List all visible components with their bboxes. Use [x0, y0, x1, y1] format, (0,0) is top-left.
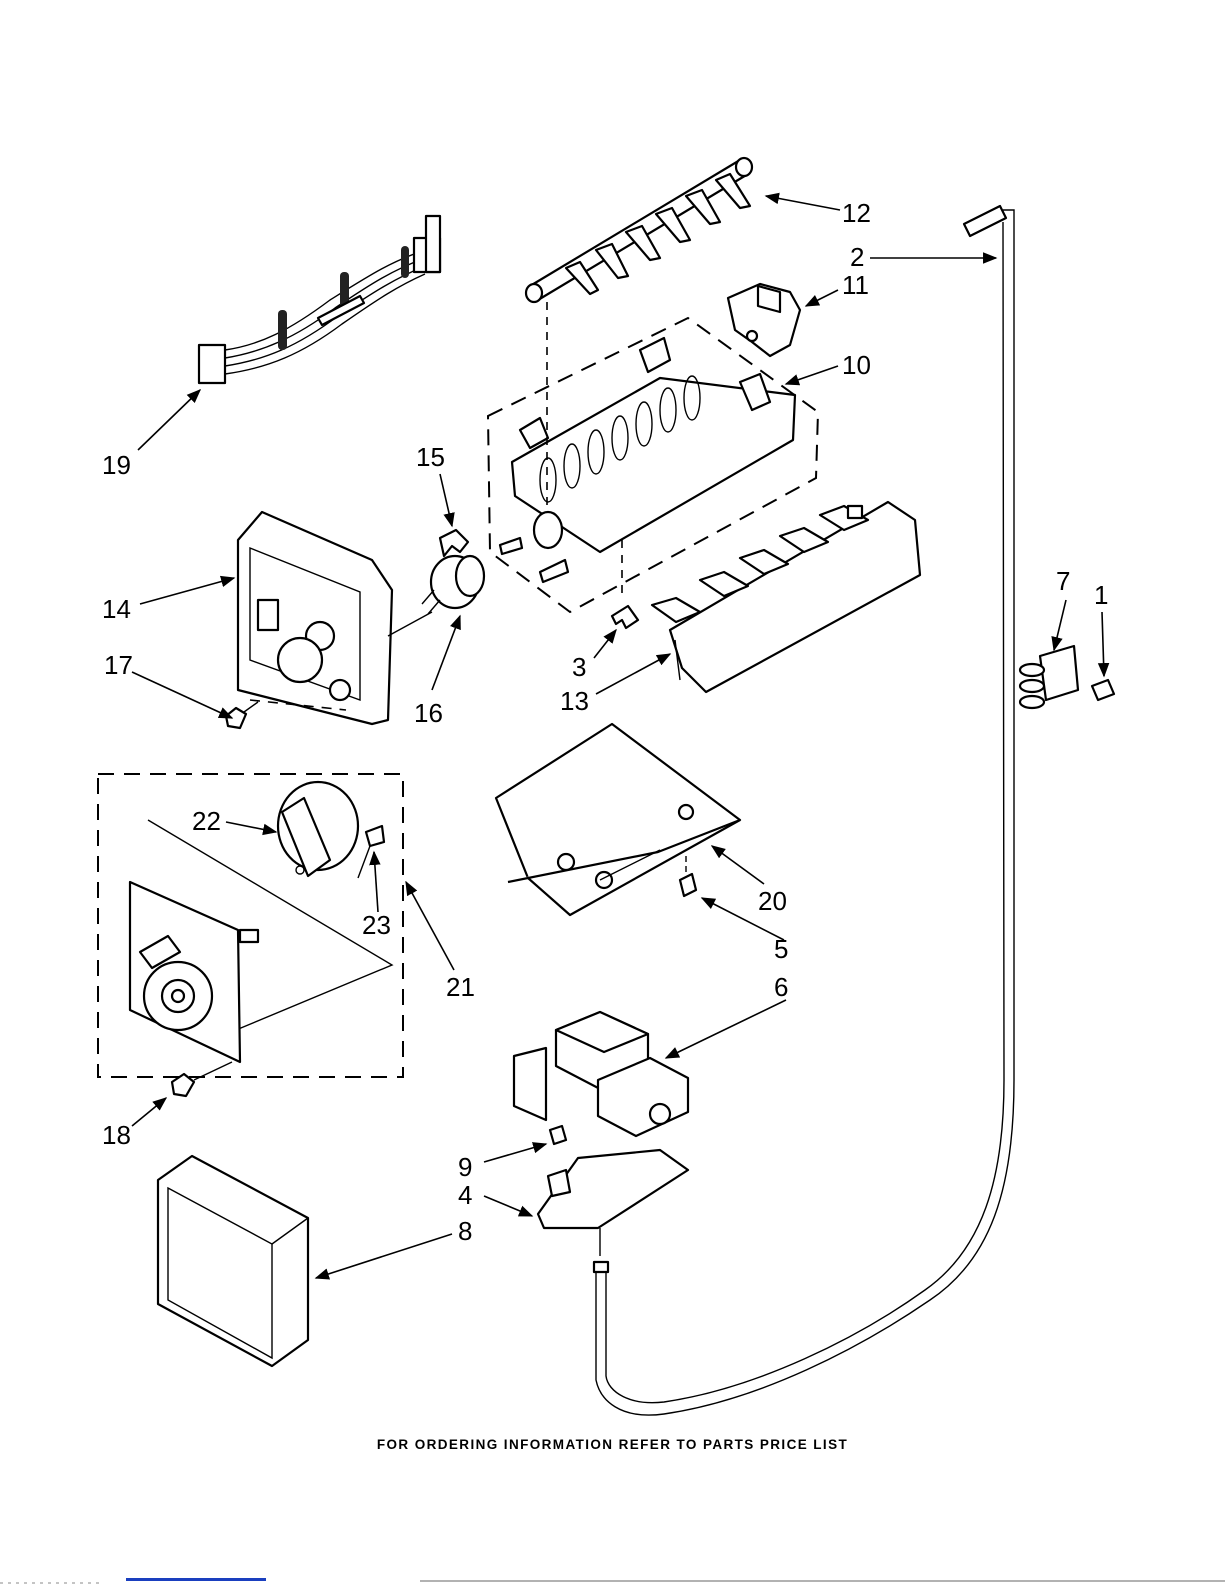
callout-10: 10: [842, 350, 871, 380]
callout-23: 23: [362, 910, 391, 940]
motor-22: [278, 782, 358, 876]
spring-clip: [440, 530, 468, 556]
wire-harness: [199, 216, 440, 383]
page-edge-marks: [0, 1576, 1225, 1585]
ejector-shaft: [526, 158, 752, 302]
screw-1: [1092, 680, 1114, 700]
drive-motor: [130, 882, 258, 1062]
callout-6: 6: [774, 972, 788, 1002]
callout-15: 15: [416, 442, 445, 472]
footer-note: FOR ORDERING INFORMATION REFER TO PARTS …: [0, 1437, 1225, 1452]
ice-bin-cover: [496, 724, 740, 915]
callout-13: 13: [560, 686, 589, 716]
screw-17: [226, 702, 258, 728]
callout-16: 16: [414, 698, 443, 728]
callout-8: 8: [458, 1216, 472, 1246]
screw-18: [172, 1062, 232, 1096]
screw-23: [358, 826, 384, 878]
callout-19: 19: [102, 450, 131, 480]
screw-5: [680, 856, 696, 896]
clip: [612, 606, 638, 628]
callout-1: 1: [1094, 580, 1108, 610]
callout-3: 3: [572, 652, 586, 682]
callout-4: 4: [458, 1180, 472, 1210]
valve-bracket: [538, 1150, 688, 1256]
callout-5: 5: [774, 934, 788, 964]
tube-clamp: [1020, 646, 1078, 708]
access-cover: [158, 1156, 308, 1366]
control-housing: [238, 512, 392, 724]
screw-9: [550, 1126, 566, 1144]
callout-12: 12: [842, 198, 871, 228]
callout-21: 21: [446, 972, 475, 1002]
callout-9: 9: [458, 1152, 472, 1182]
callout-2: 2: [850, 242, 864, 272]
callout-20: 20: [758, 886, 787, 916]
callout-22: 22: [192, 806, 221, 836]
thermostat: [422, 556, 484, 614]
callout-18: 18: [102, 1120, 131, 1150]
ice-stripper: [652, 502, 920, 692]
callout-7: 7: [1056, 566, 1070, 596]
callout-14: 14: [102, 594, 131, 624]
water-valve: [514, 1012, 688, 1136]
callout-11: 11: [842, 270, 869, 300]
callout-17: 17: [104, 650, 133, 680]
mounting-bracket: [728, 284, 800, 356]
